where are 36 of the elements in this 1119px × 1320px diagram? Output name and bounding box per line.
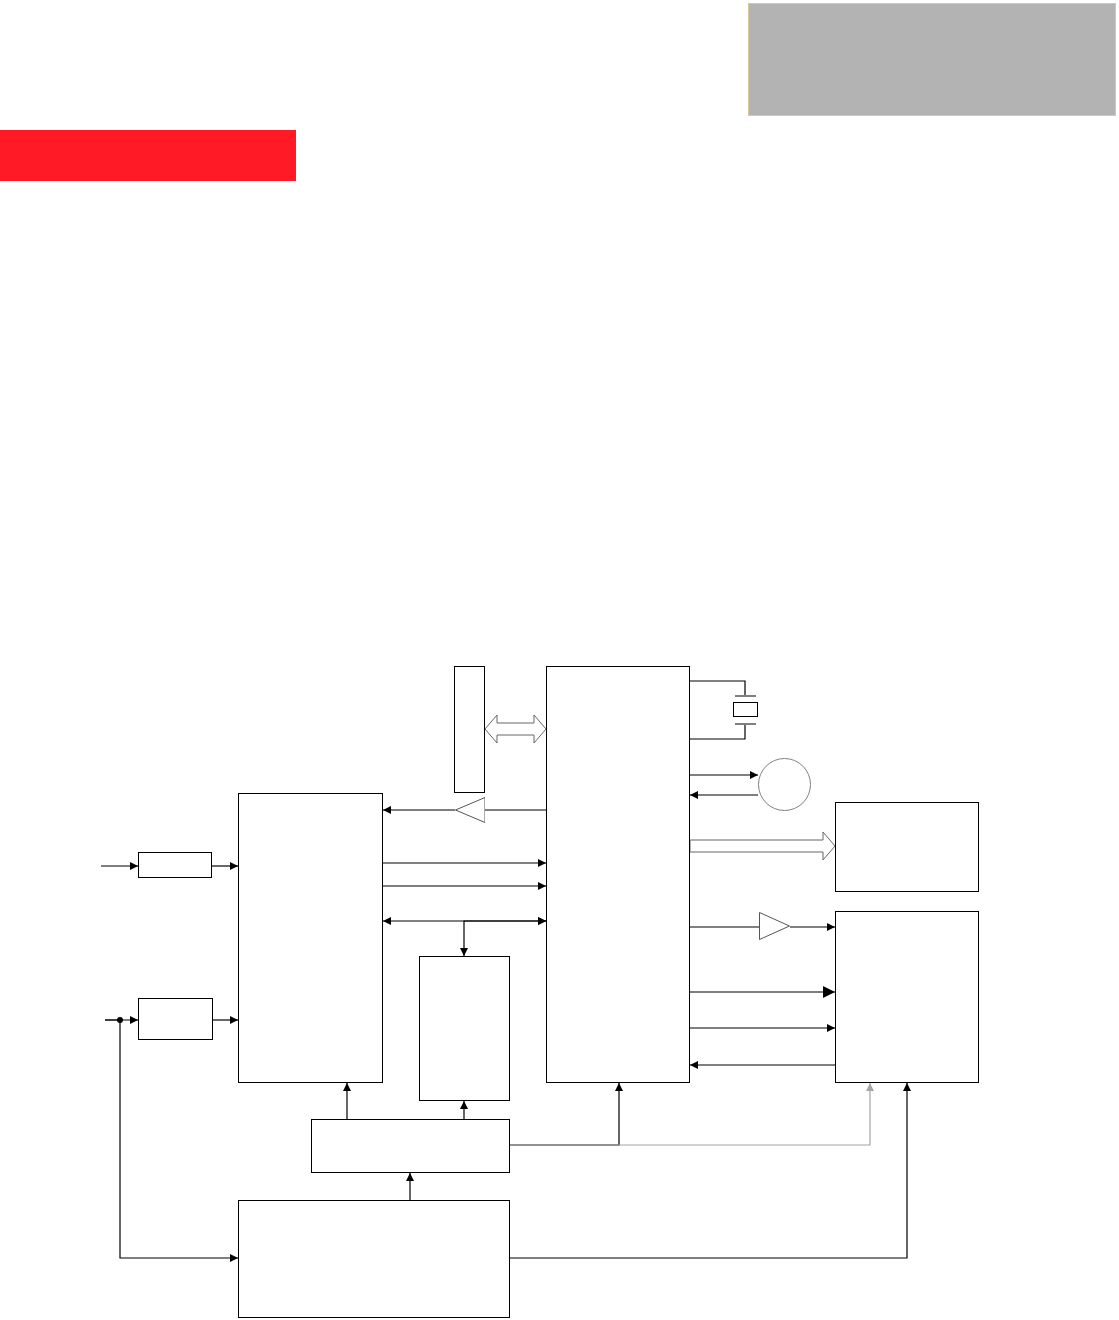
arrow [460,917,547,957]
arrow [689,1061,836,1069]
arrow [689,986,836,998]
arrow [211,862,239,870]
arrow [789,923,836,931]
block-box [311,1119,510,1173]
arrow [100,862,139,870]
banner-bar [0,130,296,181]
hollow-bus-arrow [484,714,547,744]
block-box [835,802,979,892]
arrow [509,1082,874,1146]
block-box [454,666,485,793]
arrow [343,1082,351,1120]
crystal-symbol [733,695,758,725]
block-box [419,956,510,1101]
arrow [460,1100,468,1120]
block-box [835,911,979,1083]
arrow [689,1024,836,1032]
arrow [509,1082,911,1259]
block-box [546,666,690,1083]
block-box [138,852,212,878]
block-box [238,793,383,1083]
header-panel [748,3,1116,116]
arrow [212,1016,239,1024]
block-box [238,1200,510,1318]
arrow [382,882,547,890]
arrow [382,859,547,867]
buffer-triangle [759,912,790,940]
arrow [689,791,759,799]
arrow [104,1019,239,1262]
arrow [382,806,456,814]
buffer-triangle [455,797,485,823]
block-box [138,998,213,1040]
hollow-bus-arrow [689,831,836,861]
arrow [689,771,759,779]
arrow [406,1172,414,1201]
